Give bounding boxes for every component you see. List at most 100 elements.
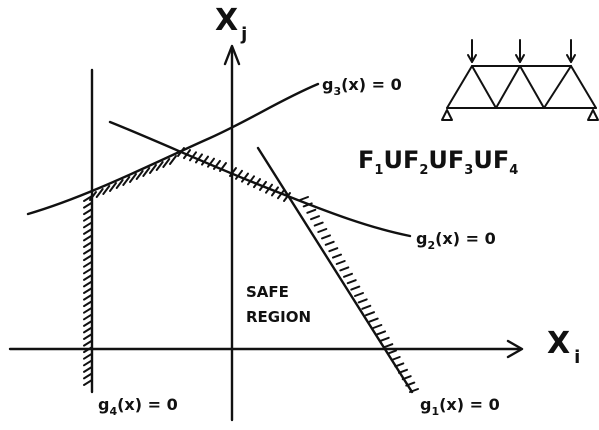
hatch-mark	[229, 167, 237, 177]
hatch-mark	[83, 372, 93, 380]
hatch-mark	[155, 161, 164, 171]
hatch-mark	[213, 159, 221, 170]
hatch-mark	[259, 180, 267, 191]
hatch-mark	[83, 260, 93, 268]
hatch-mark	[83, 365, 93, 373]
hatch-mark	[83, 221, 93, 229]
hatch-mark	[83, 241, 93, 248]
safe-region-label-line1: SAFE	[246, 283, 289, 301]
g4-label: g4(x) = 0	[98, 395, 178, 418]
hatch-mark	[328, 247, 339, 253]
hatch-mark	[83, 201, 93, 209]
hatch-mark	[283, 192, 291, 202]
hatch-mark	[390, 356, 401, 361]
hatch-mark	[83, 208, 93, 216]
hatch-mark	[83, 346, 93, 354]
hatch-mark	[235, 169, 243, 180]
hatch-mark	[368, 317, 379, 323]
safe-region-label-line2: REGION	[246, 308, 311, 326]
hatch-mark	[306, 208, 317, 214]
hatch-mark	[142, 167, 151, 177]
hatch-mark	[302, 202, 313, 208]
hatch-mark	[83, 287, 93, 294]
hatch-mark	[83, 326, 93, 334]
hatch-mark	[339, 266, 350, 272]
hatch-mark	[102, 185, 111, 195]
hatch-mark	[83, 352, 93, 360]
horizontal-axis	[8, 339, 524, 359]
hatch-mark	[383, 343, 394, 349]
hatch-mark	[241, 172, 249, 183]
hatch-mark	[324, 240, 335, 246]
hatch-mark	[83, 333, 93, 340]
hatch-mark	[365, 311, 375, 317]
hatch-mark	[83, 254, 93, 262]
hatch-mark	[387, 349, 397, 355]
hatch-mark	[247, 175, 255, 186]
hatch-mark	[135, 170, 144, 180]
g1-label: g1(x) = 0	[420, 395, 500, 418]
hatch-mark	[189, 151, 197, 162]
vertical-axis	[223, 44, 241, 422]
failure-union-label: F1UF2UF3UF4	[358, 146, 518, 178]
hatch-mark	[219, 162, 227, 172]
failure-side-hatching	[83, 147, 419, 393]
hatch-mark	[271, 186, 279, 197]
g1-limit-curve	[256, 146, 414, 394]
hatch-mark	[129, 173, 137, 183]
hatch-mark	[265, 183, 273, 194]
hatch-mark	[332, 253, 342, 259]
hatch-mark	[83, 339, 93, 347]
hatch-mark	[317, 228, 328, 233]
hatch-mark	[83, 227, 93, 235]
hatch-mark	[83, 293, 93, 301]
hatch-mark	[401, 375, 412, 381]
hatch-mark	[83, 267, 93, 275]
hatch-mark	[335, 260, 346, 265]
hatch-mark	[310, 215, 320, 221]
hatch-mark	[299, 196, 309, 201]
hatch-mark	[115, 179, 124, 189]
hatch-mark	[313, 221, 324, 227]
hatch-mark	[83, 214, 93, 222]
hatch-mark	[277, 189, 285, 200]
hatch-mark	[83, 306, 93, 314]
hatch-mark	[95, 188, 104, 198]
hatch-mark	[122, 176, 131, 186]
hatch-mark	[409, 388, 419, 393]
hatch-mark	[394, 362, 405, 368]
hatch-mark	[376, 330, 386, 336]
hatch-mark	[149, 164, 157, 174]
hatch-mark	[83, 300, 93, 308]
hatch-mark	[343, 272, 353, 278]
hatch-mark	[253, 178, 261, 189]
hatch-mark	[201, 155, 209, 166]
g3-label: g3(x) = 0	[322, 75, 402, 98]
hatch-mark	[83, 359, 93, 367]
hatch-mark	[109, 182, 117, 192]
hatch-mark	[183, 149, 191, 160]
hatch-mark	[398, 368, 408, 374]
hatch-mark	[83, 313, 93, 321]
hatch-mark	[89, 191, 97, 201]
g3-limit-curve	[26, 82, 320, 216]
hatch-mark	[346, 279, 357, 285]
hatch-mark	[83, 273, 93, 281]
hatch-mark	[83, 379, 93, 386]
g2-limit-curve	[108, 120, 412, 238]
hatch-mark	[405, 381, 416, 387]
hatch-mark	[354, 292, 364, 297]
hatch-mark	[83, 319, 93, 327]
hatch-mark	[350, 285, 361, 291]
hatch-mark	[83, 234, 93, 242]
truss-icon	[441, 39, 599, 121]
hatch-mark	[361, 304, 372, 310]
hatch-mark	[169, 155, 177, 165]
hatch-mark	[83, 247, 93, 255]
hatch-mark	[83, 280, 93, 288]
hatch-mark	[162, 158, 171, 168]
hatch-mark	[321, 234, 331, 240]
